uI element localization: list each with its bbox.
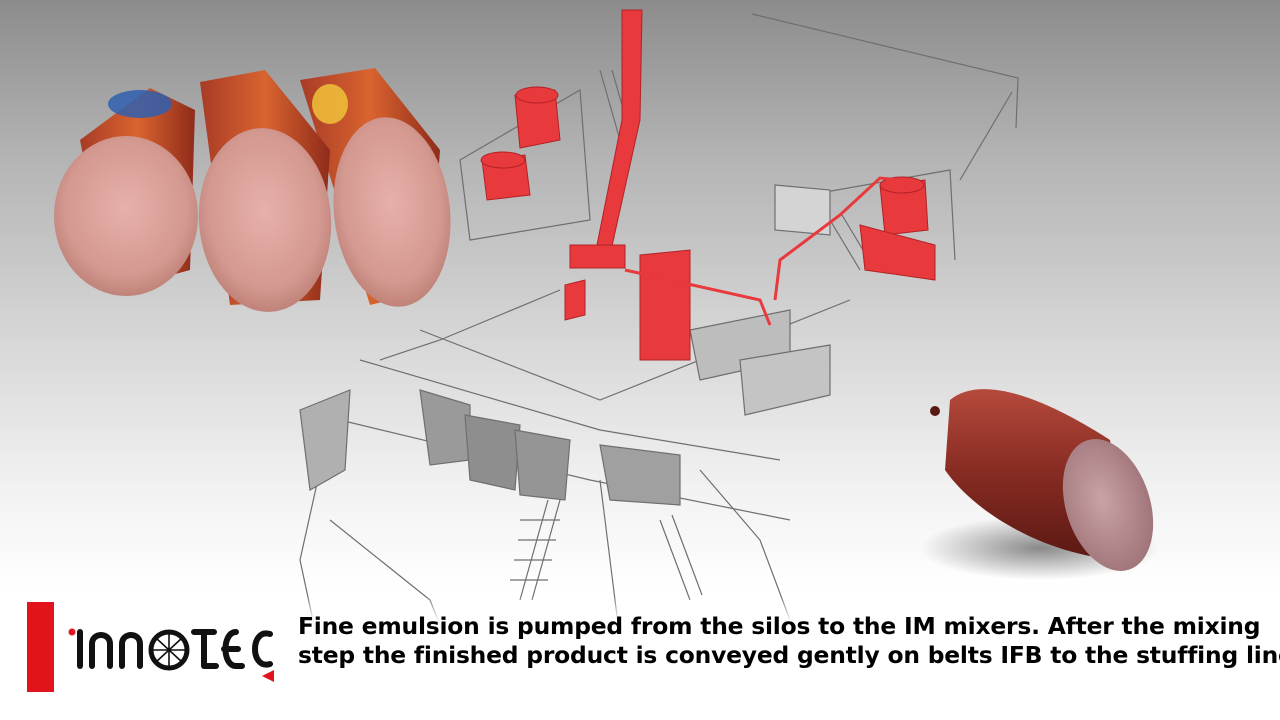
brand-accent-bar xyxy=(27,602,54,692)
caption-line-1: Fine emulsion is pumped from the silos t… xyxy=(298,612,1261,640)
single-sausage xyxy=(920,389,1160,580)
processing-plant xyxy=(299,13,1019,720)
wrapped-sausages xyxy=(54,68,451,312)
caption-line-2: step the finished product is conveyed ge… xyxy=(298,641,1280,669)
caption-background xyxy=(0,596,1280,720)
inotec-logo xyxy=(68,628,274,682)
red-pipes xyxy=(624,176,901,326)
caption-text: Fine emulsion is pumped from the silos t… xyxy=(298,612,1280,670)
